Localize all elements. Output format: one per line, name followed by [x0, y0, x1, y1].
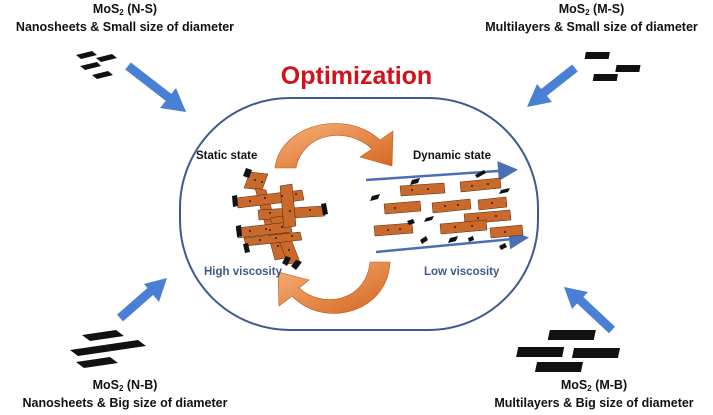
- flakes-mb: [516, 330, 621, 372]
- label-mb: MoS2 (M-B) Multilayers & Big size of dia…: [475, 378, 713, 411]
- label-ms-desc: Multilayers & Small size of diameter: [485, 20, 698, 34]
- label-ms: MoS2 (M-S) Multilayers & Small size of d…: [470, 2, 713, 35]
- arrow-mb-in: [564, 287, 616, 334]
- flow-lines: [365, 161, 529, 254]
- label-nb-desc: Nanosheets & Big size of diameter: [22, 396, 228, 410]
- label-nb: MoS2 (N-B) Nanosheets & Big size of diam…: [0, 378, 250, 411]
- aligned-particles: [370, 170, 524, 250]
- label-ns-desc: Nanosheets & Small size of diameter: [15, 20, 235, 34]
- static-network: [232, 168, 328, 270]
- label-low-viscosity: Low viscosity: [424, 266, 500, 278]
- label-ns: MoS2 (N-S) Nanosheets & Small size of di…: [0, 2, 250, 35]
- arrow-nb-in: [117, 278, 167, 322]
- cycle-arrow-top: [274, 123, 394, 169]
- diagram-title: Optimization: [280, 62, 433, 90]
- arrow-ns-in: [125, 62, 186, 112]
- cycle-arrow-bottom: [277, 261, 391, 314]
- process-frame: [179, 97, 539, 331]
- label-dynamic-state: Dynamic state: [413, 150, 491, 162]
- flakes-nb: [70, 330, 146, 368]
- flakes-ns: [76, 51, 117, 79]
- label-ms-formula: MoS2 (M-S): [558, 2, 625, 17]
- label-static-state: Static state: [196, 150, 258, 162]
- label-mb-formula: MoS2 (M-B): [560, 378, 628, 393]
- arrow-ms-in: [527, 64, 578, 107]
- label-nb-formula: MoS2 (N-B): [92, 378, 158, 393]
- flakes-ms: [584, 52, 641, 81]
- label-mb-desc: Multilayers & Big size of diameter: [494, 396, 694, 410]
- label-high-viscosity: High viscosity: [204, 266, 282, 278]
- label-ns-formula: MoS2 (N-S): [92, 2, 158, 17]
